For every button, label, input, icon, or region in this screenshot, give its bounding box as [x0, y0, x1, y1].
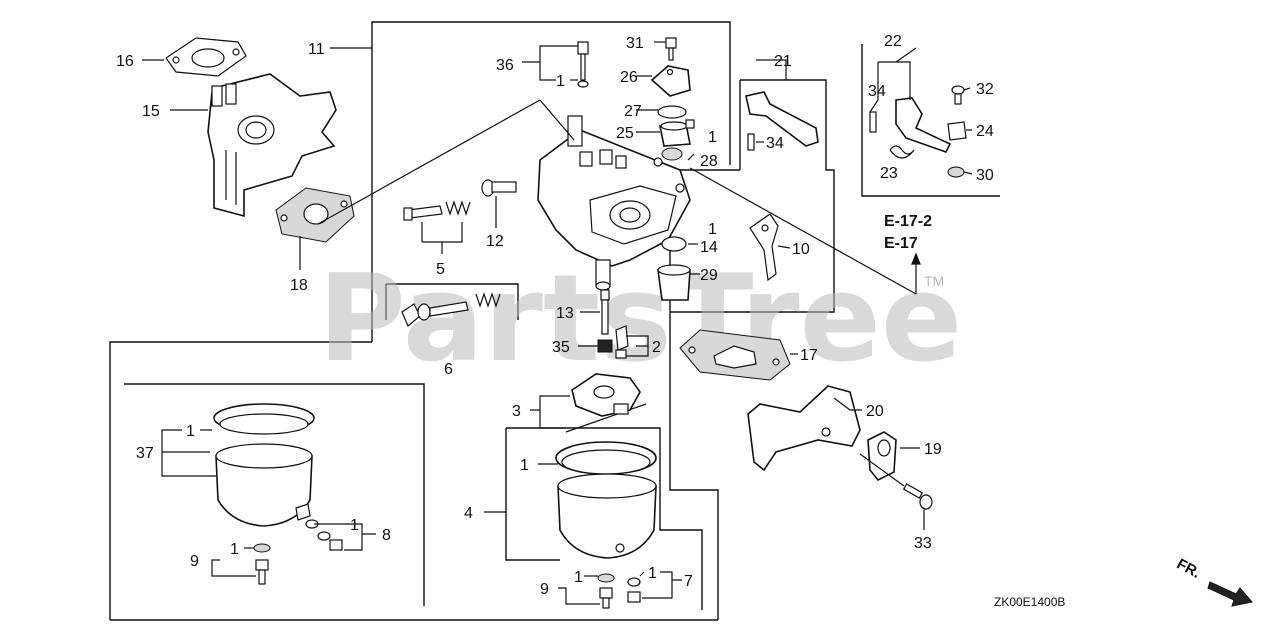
watermark-tm: TM: [924, 273, 944, 289]
jet-13-drawing: [600, 289, 610, 335]
cover-26-drawing: [650, 65, 691, 97]
callout-7: 7: [684, 573, 693, 590]
needle-6-drawing: [401, 292, 501, 327]
reference-e17-2: E-17-2: [884, 213, 932, 230]
callout-1-a: 1: [556, 73, 565, 90]
callout-22: 22: [884, 33, 902, 50]
callout-32: 32: [976, 81, 994, 98]
callout-14: 14: [700, 239, 718, 256]
callout-1-f: 1: [648, 565, 657, 582]
bowl-4-drawing: [555, 441, 657, 559]
callout-1-e: 1: [574, 569, 583, 586]
lever-box-21: [670, 79, 835, 313]
bowl-box-37: [124, 383, 425, 606]
valve-25-drawing: [659, 119, 695, 147]
callout-1-d: 1: [520, 457, 529, 474]
callout-1-c: 1: [708, 221, 717, 238]
bracket-20-drawing: [747, 385, 861, 472]
callout-13: 13: [556, 305, 574, 322]
callout-8: 8: [382, 527, 391, 544]
reference-e17: E-17: [884, 235, 918, 252]
callout-19: 19: [924, 441, 942, 458]
insulator-15-drawing: [207, 73, 337, 218]
lever-10-drawing: [749, 213, 779, 282]
lever-box-22: [861, 44, 1000, 197]
direction-label: FR.: [1174, 555, 1203, 581]
ring-28-drawing: [661, 147, 683, 161]
frame-right-lower: [669, 170, 719, 620]
callout-labels: 16 15 11 18 5 12 36 1 31 26 27 25 1 28 1…: [116, 33, 994, 598]
oring-14-drawing: [661, 236, 687, 252]
callout-12: 12: [486, 233, 504, 250]
carburetor-assembly-frame: [371, 21, 731, 342]
lever-22-drawing: [869, 97, 952, 153]
bowl-37-drawing: [213, 403, 315, 527]
screw-spring-5-drawing: [403, 200, 471, 221]
callout-34-b: 34: [868, 83, 886, 100]
carburetor-body-drawing: [537, 115, 691, 291]
callout-31: 31: [626, 35, 644, 52]
callout-1-h: 1: [230, 541, 239, 558]
callout-20: 20: [866, 403, 884, 420]
front-direction-arrow: FR.: [1174, 555, 1253, 607]
callout-29: 29: [700, 267, 718, 284]
drain-hardware-9-8-drawing: [253, 519, 343, 585]
callout-1-i: 1: [350, 517, 359, 534]
callout-18: 18: [290, 277, 308, 294]
lever-21-drawing: [745, 91, 819, 151]
bowl-box-4: [506, 427, 703, 610]
callout-1-b: 1: [708, 129, 717, 146]
callout-24: 24: [976, 123, 994, 140]
drain-hardware-9-7-drawing: [597, 573, 641, 609]
jets-2-35-drawing: [597, 325, 629, 359]
callout-11: 11: [308, 41, 325, 58]
bowl-box-4-left: [505, 428, 560, 561]
callout-6: 6: [444, 361, 453, 378]
callout-5: 5: [436, 261, 445, 278]
screw-12-drawing: [481, 179, 517, 197]
callout-35: 35: [552, 339, 570, 356]
callout-3: 3: [512, 403, 521, 420]
callout-21: 21: [774, 53, 792, 70]
callout-4: 4: [464, 505, 473, 522]
gasket-18-drawing: [275, 187, 355, 243]
group-boxes: [109, 21, 1000, 621]
callout-17: 17: [800, 347, 818, 364]
callout-37: 37: [136, 445, 154, 462]
bolt-33-drawing: [902, 483, 933, 510]
callout-9-b: 9: [540, 581, 549, 598]
callout-26: 26: [620, 69, 638, 86]
needle-box-6: [386, 283, 519, 320]
seat-29-drawing: [657, 264, 691, 301]
callout-23: 23: [880, 165, 898, 182]
gasket-16-drawing: [165, 37, 247, 77]
gasket-27-drawing: [657, 105, 687, 119]
callout-1-g: 1: [186, 423, 195, 440]
callout-9-a: 9: [190, 553, 199, 570]
callout-16: 16: [116, 53, 134, 70]
drawing-code: ZK00E1400B: [994, 595, 1065, 609]
callout-25: 25: [616, 125, 634, 142]
clamp-19-drawing: [867, 431, 897, 482]
callout-15: 15: [142, 103, 160, 120]
callout-30: 30: [976, 167, 994, 184]
lower-left-frame: [109, 341, 372, 620]
leader-lines: [142, 41, 973, 605]
callout-10: 10: [792, 241, 810, 258]
screw-31-drawing: [665, 37, 677, 61]
callout-28: 28: [700, 153, 718, 170]
gasket-17-drawing: [679, 329, 791, 381]
callout-27: 27: [624, 103, 642, 120]
callout-34-a: 34: [766, 135, 784, 152]
callout-33: 33: [914, 535, 932, 552]
small-parts-22-drawing: [889, 85, 967, 178]
screw-36-drawing: [577, 41, 589, 88]
float-3-drawing: [565, 373, 647, 433]
callout-36: 36: [496, 57, 514, 74]
callout-2: 2: [652, 339, 661, 356]
